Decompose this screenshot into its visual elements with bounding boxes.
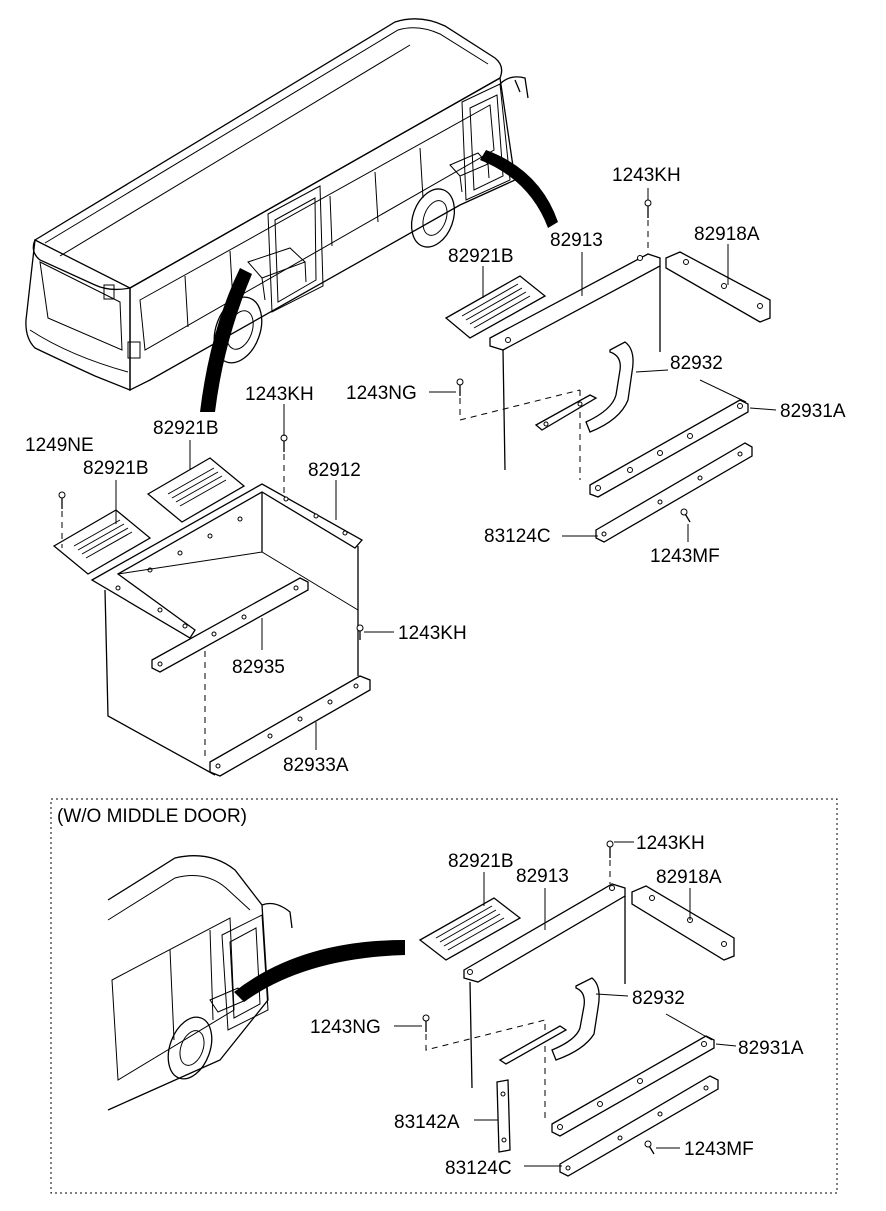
middle-step-assembly [52,404,394,777]
label-82931A-top: 82931A [780,401,846,422]
label-1243NG-top: 1243NG [346,383,417,404]
part-labels: 1243KH 82918A 82913 82921B 82932 1243NG … [25,165,846,1179]
label-82932-bottom: 82932 [632,988,685,1009]
label-82913-top: 82913 [550,230,603,251]
label-83124C-bottom: 83124C [445,1158,512,1179]
label-82921B-mid: 82921B [153,418,219,439]
bus-front-illustration [107,855,405,1111]
label-82918A-bottom: 82918A [656,867,722,888]
label-1243KH-top: 1243KH [612,165,681,186]
bus-illustration [25,18,558,412]
label-82932-top: 82932 [670,353,723,374]
label-82933A: 82933A [283,755,349,776]
label-1243KH-mid: 1243KH [245,384,314,405]
label-82921B-top-right: 82921B [448,246,514,267]
label-82913-bottom: 82913 [516,866,569,887]
variant-box-title: (W/O MIDDLE DOOR) [57,806,247,827]
label-1243NG-bottom: 1243NG [310,1017,381,1038]
variant-box [50,798,838,1194]
label-82921B-bottom: 82921B [448,851,514,872]
label-83124C-top: 83124C [484,526,551,547]
label-83142A: 83142A [394,1112,460,1133]
variant-step-assembly [394,840,737,1177]
label-82935: 82935 [232,657,285,678]
label-1243MF-bottom: 1243MF [684,1139,754,1160]
label-1243KH-mid-right: 1243KH [398,623,467,644]
label-82918A-top: 82918A [694,224,760,245]
label-82921B-mid-left: 82921B [83,458,149,479]
label-82912: 82912 [308,460,361,481]
label-1243MF-top: 1243MF [650,546,720,567]
front-step-assembly [429,188,777,543]
label-1243KH-bottom: 1243KH [636,833,705,854]
label-1249NE: 1249NE [25,435,94,456]
label-82931A-bottom: 82931A [738,1038,804,1059]
